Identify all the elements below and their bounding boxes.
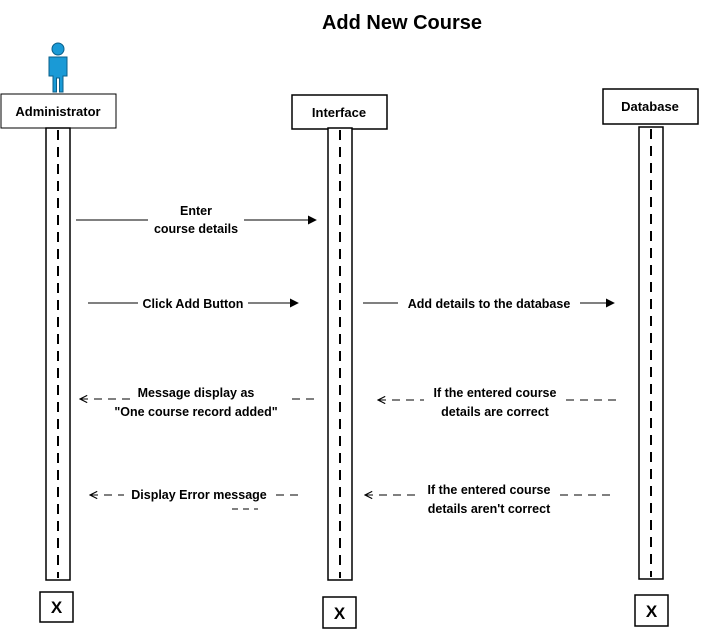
- terminator-administrator: X: [39, 591, 74, 623]
- return-message-success: Message display as "One course record ad…: [80, 386, 318, 419]
- message-label-line2: details aren't correct: [428, 502, 551, 516]
- message-label-line2: "One course record added": [114, 405, 277, 419]
- lifeline-label-administrator: Administrator: [15, 104, 100, 119]
- message-label-line1: If the entered course: [428, 483, 551, 497]
- message-label-line1: Message display as: [138, 386, 255, 400]
- return-message-details-incorrect: If the entered course details aren't cor…: [365, 483, 616, 516]
- message-enter-course-details: Enter course details: [76, 204, 317, 236]
- lifeline-label-interface: Interface: [312, 105, 366, 120]
- terminator-x: X: [51, 598, 63, 617]
- terminator-interface: X: [322, 596, 357, 629]
- diagram-title: Add New Course: [322, 12, 482, 34]
- lifeline-header-interface: Interface: [291, 94, 388, 130]
- message-label-line2: details are correct: [441, 405, 550, 419]
- lifeline-label-database: Database: [621, 99, 679, 114]
- message-label: Display Error message: [131, 488, 267, 502]
- lifeline-header-database: Database: [602, 88, 699, 125]
- terminator-x: X: [646, 602, 658, 621]
- person-icon: [48, 42, 68, 93]
- message-label-line1: If the entered course: [434, 386, 557, 400]
- activation-bar-administrator: [45, 127, 71, 581]
- message-click-add-button: Click Add Button: [88, 296, 299, 311]
- return-message-details-correct: If the entered course details are correc…: [378, 386, 616, 419]
- message-label-line2: course details: [154, 222, 238, 236]
- message-label: Click Add Button: [143, 297, 244, 311]
- terminator-x: X: [334, 604, 346, 623]
- message-label: Add details to the database: [408, 297, 571, 311]
- message-label-line1: Enter: [180, 204, 212, 218]
- activation-bar-interface: [327, 127, 353, 581]
- terminator-database: X: [634, 594, 669, 627]
- activation-bar-database: [638, 126, 664, 580]
- return-message-error: Display Error message: [90, 488, 304, 510]
- lifeline-header-administrator: Administrator: [0, 93, 117, 129]
- message-add-details-to-database: Add details to the database: [363, 296, 615, 311]
